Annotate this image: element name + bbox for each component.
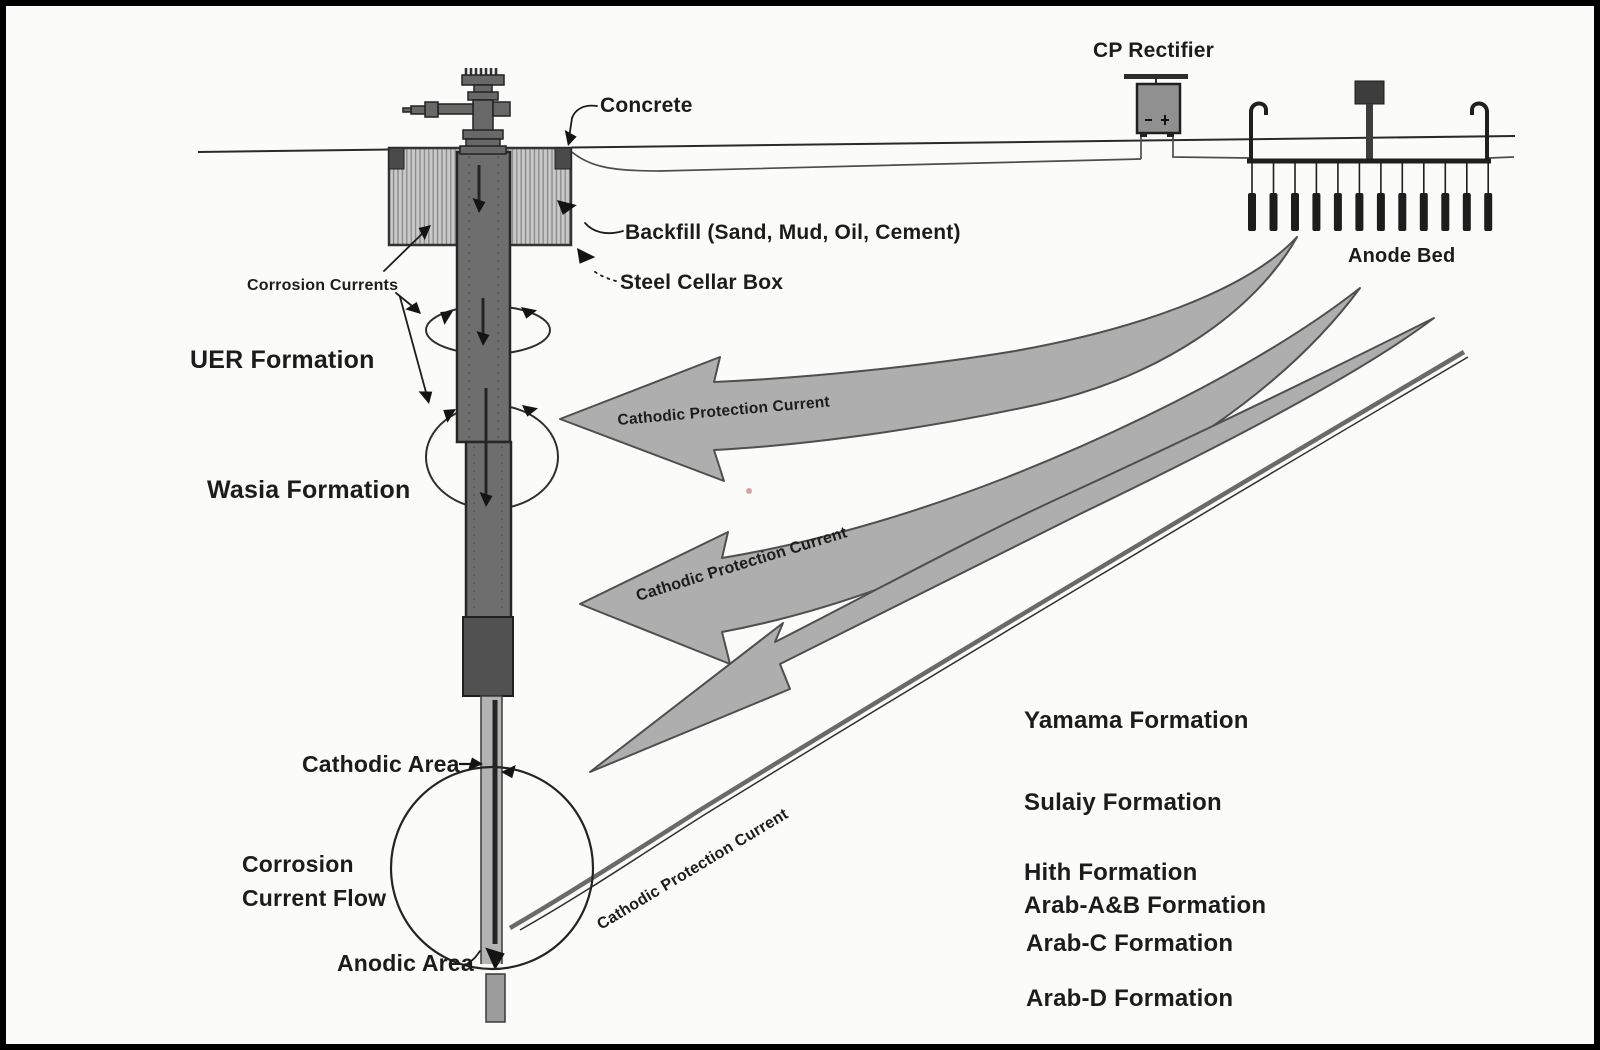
arab-ab-formation-label: Arab-A&B Formation (1024, 892, 1266, 919)
scan-speck (746, 488, 752, 494)
cp-rectifier-box (1135, 82, 1182, 135)
cathodic-area-label: Cathodic Area (302, 751, 460, 777)
casing-lower (480, 695, 503, 967)
arab-d-formation-label: Arab-D Formation (1026, 985, 1233, 1012)
cp-current-arrow-upper (559, 236, 1298, 482)
corrosion-current-flow-label-2: Current Flow (242, 885, 386, 911)
polarity-marks (1145, 115, 1169, 125)
anode-junction-box (1354, 80, 1385, 105)
anode-bed (1247, 80, 1493, 232)
anodic-area-label: Anodic Area (337, 950, 474, 976)
leader-lines (383, 104, 624, 964)
corrosion-current-flow-label-1: Corrosion (242, 851, 354, 877)
backfill-label: Backfill (Sand, Mud, Oil, Cement) (625, 221, 961, 244)
corrosion-cell-circle (389, 764, 595, 971)
ground-surface-line (197, 135, 1516, 153)
casing-upper (455, 150, 512, 444)
anode-bed-label: Anode Bed (1348, 245, 1455, 267)
cp-rectifier (1124, 74, 1188, 137)
wasia-formation-label: Wasia Formation (207, 476, 411, 504)
casing-bottom-stub (485, 973, 506, 1023)
hith-formation-label: Hith Formation (1024, 859, 1197, 886)
yamama-formation-label: Yamama Formation (1024, 707, 1249, 734)
casing-middle (464, 440, 513, 622)
cp-current-deep-line (508, 350, 1469, 931)
cp-current-arrow-lower (589, 317, 1435, 773)
steel-cellar-box-label: Steel Cellar Box (620, 271, 783, 294)
concrete-label: Concrete (600, 94, 693, 117)
sulaiy-formation-label: Sulaiy Formation (1024, 789, 1222, 816)
cp-rectifier-label: CP Rectifier (1093, 39, 1214, 62)
wellhead (402, 68, 511, 155)
concrete-block-right (554, 147, 572, 170)
cp-current-arrows (559, 236, 1435, 773)
uer-formation-label: UER Formation (190, 346, 375, 374)
formation-labels: Yamama Formation Sulaiy Formation Hith F… (1024, 707, 1266, 1012)
casing-collar (462, 616, 514, 697)
concrete-block-left (388, 147, 405, 170)
cp-cable (571, 137, 1515, 172)
casing-current-arrows (477, 165, 498, 944)
corrosion-currents-label: Corrosion Currents (247, 277, 398, 294)
arab-c-formation-label: Arab-C Formation (1026, 930, 1233, 957)
well-casing (455, 150, 514, 1023)
